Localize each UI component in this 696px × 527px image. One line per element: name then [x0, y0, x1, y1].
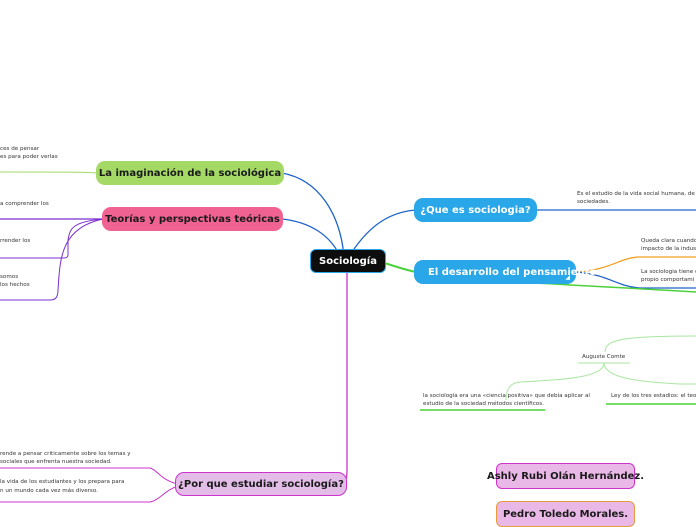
branch-que-es[interactable]: ¿Que es sociologia?: [414, 198, 537, 222]
branch-teorias[interactable]: Teorías y perspectivas teóricas: [102, 207, 283, 231]
branch-desarrollo-label: El desarrollo del pensamiento: [428, 266, 597, 278]
branch-desarrollo[interactable]: El desarrollo del pensamiento ◢: [414, 260, 596, 284]
author-box-2[interactable]: Pedro Toledo Morales.: [496, 501, 635, 527]
leaf-teorias-3b: los hechos: [0, 282, 30, 288]
leaf-desarrollo-2b: propio comportami: [641, 277, 695, 283]
branch-por-que[interactable]: ¿Por que estudiar sociología?: [175, 472, 347, 496]
leaf-comte-1a: la sociologia era una «ciencia positiva»…: [423, 393, 590, 399]
leaf-comte-2: Ley de los tres estadios: el teolo: [611, 393, 696, 399]
author-box-1[interactable]: Ashly Rubi Olán Hernández.: [487, 463, 644, 489]
leaf-por-que-1b: sociales que enfrenta nuestra sociedad.: [0, 459, 112, 465]
leaf-comte-1b: estudio de la sociedad métodos científic…: [423, 401, 544, 407]
leaf-auguste-comte: Auguste Comte: [582, 354, 626, 360]
branch-imaginacion[interactable]: La imaginación de la sociológica: [96, 161, 284, 185]
leaf-por-que-1a: rende a pensar criticamente sobre los te…: [0, 451, 131, 457]
leaf-teorias-3a: somos: [0, 274, 19, 280]
root-node[interactable]: Sociología: [310, 249, 386, 273]
leaf-por-que-2b: n un mundo cada vez más diverso.: [0, 488, 98, 494]
expand-icon[interactable]: ◢: [565, 274, 570, 281]
leaf-teorias-2: rrender los: [0, 238, 31, 244]
leaf-por-que-2a: la vida de los estudiantes y los prepara…: [0, 479, 125, 485]
leaf-que-es-1a: Es el estudio de la vida social humana, …: [577, 191, 696, 197]
leaf-desarrollo-1b: impacto de la indus: [641, 246, 696, 252]
leaf-imaginacion-1b: es para poder verlas: [0, 154, 58, 160]
leaf-desarrollo-1a: Queda clara cuando: [641, 238, 696, 244]
leaf-que-es-1b: sociedades.: [577, 199, 611, 205]
leaf-imaginacion-1a: ces de pensar: [0, 146, 40, 152]
leaf-teorias-1: a comprender los: [0, 201, 49, 207]
leaf-desarrollo-2a: La sociologia tiene c: [641, 269, 696, 275]
